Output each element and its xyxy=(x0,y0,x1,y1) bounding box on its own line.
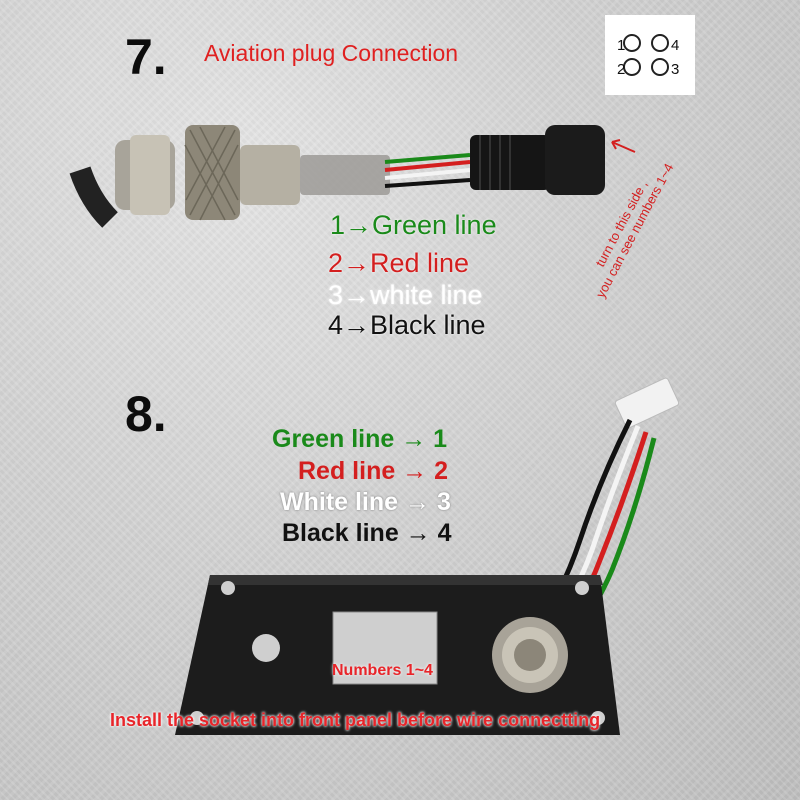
panel-socket-icon xyxy=(175,377,680,735)
step-8-wire-1: Green line → 1 xyxy=(272,425,448,453)
step-8-wire-3: White line → 3 xyxy=(280,488,451,516)
step-7-wire-1: 1→Green line xyxy=(330,210,497,240)
step-7-caption: Aviation plug Connection xyxy=(204,40,459,66)
step-8-wire-2: Red line → 2 xyxy=(298,457,449,485)
step-8-number: 8. xyxy=(125,386,167,442)
pin-label-4: 4 xyxy=(671,37,679,54)
pin-diagram-icon: 1 2 3 4 xyxy=(617,34,679,78)
pin-label-3: 3 xyxy=(671,61,679,78)
step-7-wire-3: 3→white line xyxy=(328,280,483,310)
pin-label-2: 2 xyxy=(617,61,625,78)
step-7-wire-2: 2→Red line xyxy=(328,248,470,278)
install-note: Install the socket into front panel befo… xyxy=(110,710,601,730)
arrow-icon xyxy=(611,141,636,153)
pin-label-1: 1 xyxy=(617,37,625,54)
step-7-number: 7. xyxy=(125,29,167,85)
pin-diagram: 1 2 3 4 xyxy=(605,15,695,95)
numbers-note: Numbers 1~4 xyxy=(332,662,433,679)
step-7-wire-4: 4→Black line xyxy=(328,310,486,340)
aviation-plug-icon xyxy=(69,125,636,228)
step-8-wire-4: Black line → 4 xyxy=(282,519,452,547)
connector-icon xyxy=(614,377,680,429)
